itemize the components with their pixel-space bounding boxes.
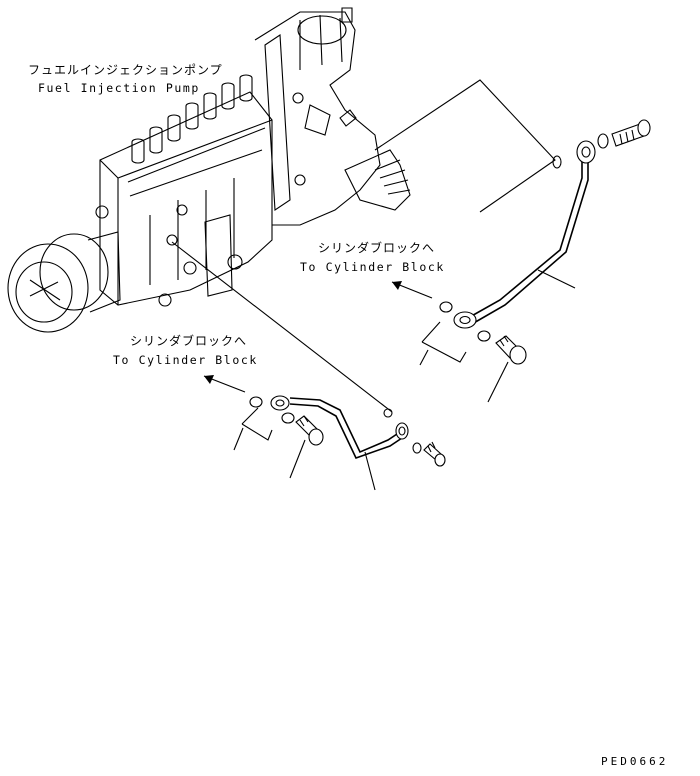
lower-fuel-pipe (270, 395, 409, 491)
upper-bolt-leader (487, 361, 509, 403)
lower-washer-right (412, 442, 422, 454)
upper-pipe-leader (537, 269, 576, 289)
lower-pipe-leader (364, 451, 376, 491)
upper-bolt-bottom (495, 335, 527, 365)
lower-bolt-left (295, 415, 324, 446)
lower-leader-line (171, 241, 393, 413)
upper-washer-b (477, 330, 491, 342)
cylinder-block-label-upper-jp: シリンダブロックへ (318, 241, 436, 255)
drawing-code: PED0662 (601, 755, 669, 768)
upper-fuel-pipe (453, 140, 596, 329)
lower-bolt-leader (289, 439, 306, 479)
upper-washer-top (552, 155, 562, 169)
lower-washer-b (281, 412, 295, 424)
lower-washer-leader (241, 407, 273, 441)
lower-washer-end (383, 408, 393, 418)
pump-label-jp: フュエルインジェクションポンプ (28, 63, 223, 77)
upper-leader-line (374, 79, 556, 213)
cylinder-block-label-lower-jp: シリンダブロックへ (130, 334, 248, 348)
upper-washer-leader (421, 321, 467, 363)
lower-washer-leader-tail (233, 427, 244, 451)
lower-washer-a (249, 396, 263, 408)
lower-bolt-right (423, 441, 446, 467)
fuel-injection-pump (7, 7, 411, 333)
upper-washer-leader-tail (419, 349, 429, 366)
cylinder-block-label-lower-en: To Cylinder Block (113, 353, 258, 367)
upper-bolt-top (597, 119, 651, 149)
upper-arrow (391, 281, 433, 299)
cylinder-block-label-upper-en: To Cylinder Block (300, 260, 445, 274)
upper-washer-a (439, 301, 453, 313)
lower-arrow (203, 375, 246, 393)
pump-label-en: Fuel Injection Pump (38, 81, 200, 95)
